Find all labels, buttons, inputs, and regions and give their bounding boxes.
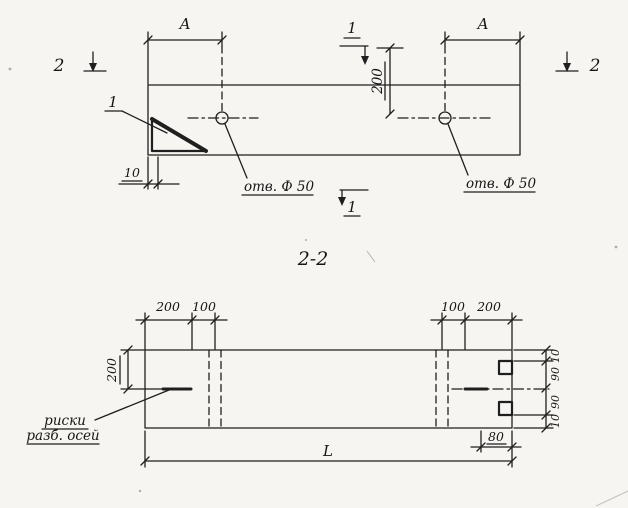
tick-marks (440, 35, 525, 45)
dim-200-left: 200 (104, 345, 163, 394)
hole-right-text: отв. Ф 50 (466, 176, 536, 192)
hole-right (397, 111, 495, 125)
key-notch-upper (497, 359, 514, 376)
leader-line (224, 123, 248, 179)
tick-marks (385, 43, 395, 119)
axis-note: риски разб. осей (26, 389, 170, 445)
scan-artifacts (8, 67, 628, 507)
hole-circle (215, 111, 229, 125)
speckle (138, 489, 142, 493)
dim-80: 80 (470, 429, 522, 453)
speckle (305, 239, 307, 241)
dim-right-90-upper: 90 (549, 367, 562, 381)
dim-top-right: 100 200 (430, 299, 523, 350)
dim-right-stack: 10 90 90 10 (513, 345, 562, 433)
section-arrow-icon (563, 63, 571, 72)
dim-top-left: 200 100 (135, 299, 228, 350)
dim-200-label: 200 (370, 68, 386, 95)
tick-marks (140, 315, 220, 325)
axis-note-line2: разб. осей (26, 428, 99, 444)
tick-marks (140, 456, 517, 466)
corner-detail-triangle (150, 117, 208, 153)
dim-right-90-lower: 90 (549, 395, 562, 409)
section-2-right-label: 2 (589, 56, 601, 76)
hole-circle (438, 111, 452, 125)
hole-label-left: отв. Ф 50 (224, 123, 314, 196)
extension-lines (120, 349, 163, 390)
dim-length-label: L (322, 442, 333, 460)
extension-lines (513, 349, 554, 429)
triangle-hypotenuse (150, 117, 208, 153)
speckle (8, 67, 12, 71)
hole-label-right: отв. Ф 50 (447, 123, 536, 193)
leader-line (94, 389, 170, 421)
detail-callout-label: 1 (108, 93, 118, 111)
section-mark-2-left: 2 (53, 51, 107, 76)
dim-a-right-label: A (476, 15, 489, 33)
section-mark-1-top: 1 (339, 19, 369, 65)
hole-left (187, 111, 259, 125)
section-1-top-label: 1 (347, 19, 357, 37)
tick-marks (143, 179, 163, 189)
extension-lines (144, 312, 216, 350)
section-title: 2-2 (297, 248, 329, 270)
corner-crease (595, 490, 628, 507)
section-mark-1-bottom: 1 (338, 189, 369, 217)
dim-200-tl-label: 200 (155, 299, 180, 314)
hole-left-text: отв. Ф 50 (244, 179, 314, 195)
dim-right-10-bottom: 10 (549, 414, 562, 428)
detail-callout: 1 (104, 93, 168, 134)
dim-a-left-label: A (178, 15, 191, 33)
dim-100-tl-label: 100 (192, 299, 216, 314)
dim-a-right: A (440, 15, 525, 112)
key-notch-lower (497, 400, 514, 417)
dim-200-left-label: 200 (104, 358, 119, 383)
dim-200-vertical: 200 (370, 43, 404, 119)
speckle (614, 245, 618, 249)
section-arrow-icon (361, 56, 369, 65)
section-arrow-icon (338, 197, 346, 206)
dim-10: 10 (118, 156, 180, 190)
triangle-legs (150, 117, 208, 153)
section-2-left-label: 2 (53, 56, 65, 76)
axis-note-line1: риски (44, 413, 86, 429)
section-view: 2-2 200 100 100 200 200 (26, 248, 562, 468)
section-mark-lines (83, 51, 107, 72)
section-arrow-icon (89, 63, 97, 72)
section-mark-lines (339, 37, 369, 59)
dim-200-tr-label: 200 (476, 299, 501, 314)
dim-a-left: A (143, 15, 227, 112)
tick-marks (143, 35, 227, 45)
tick-marks (541, 345, 551, 433)
callout-leader-line (104, 110, 168, 134)
tick-marks (437, 315, 517, 325)
dim-10-label: 10 (124, 165, 140, 180)
dim-length: L (140, 430, 517, 468)
hidden-hole-lines (208, 349, 449, 429)
extension-lines (441, 312, 513, 350)
tick-marks (123, 345, 133, 394)
dim-right-10-top: 10 (549, 349, 562, 363)
top-view: 1 A A 1 1 (53, 15, 601, 217)
section-mark-2-right: 2 (555, 51, 601, 76)
leader-line (447, 123, 469, 176)
dim-100-tr-label: 100 (441, 299, 465, 314)
label-underline (26, 428, 100, 445)
dim-80-label: 80 (488, 429, 504, 444)
section-1-bottom-label: 1 (347, 198, 357, 216)
beam-outline (147, 84, 521, 156)
stray-mark (366, 250, 376, 263)
